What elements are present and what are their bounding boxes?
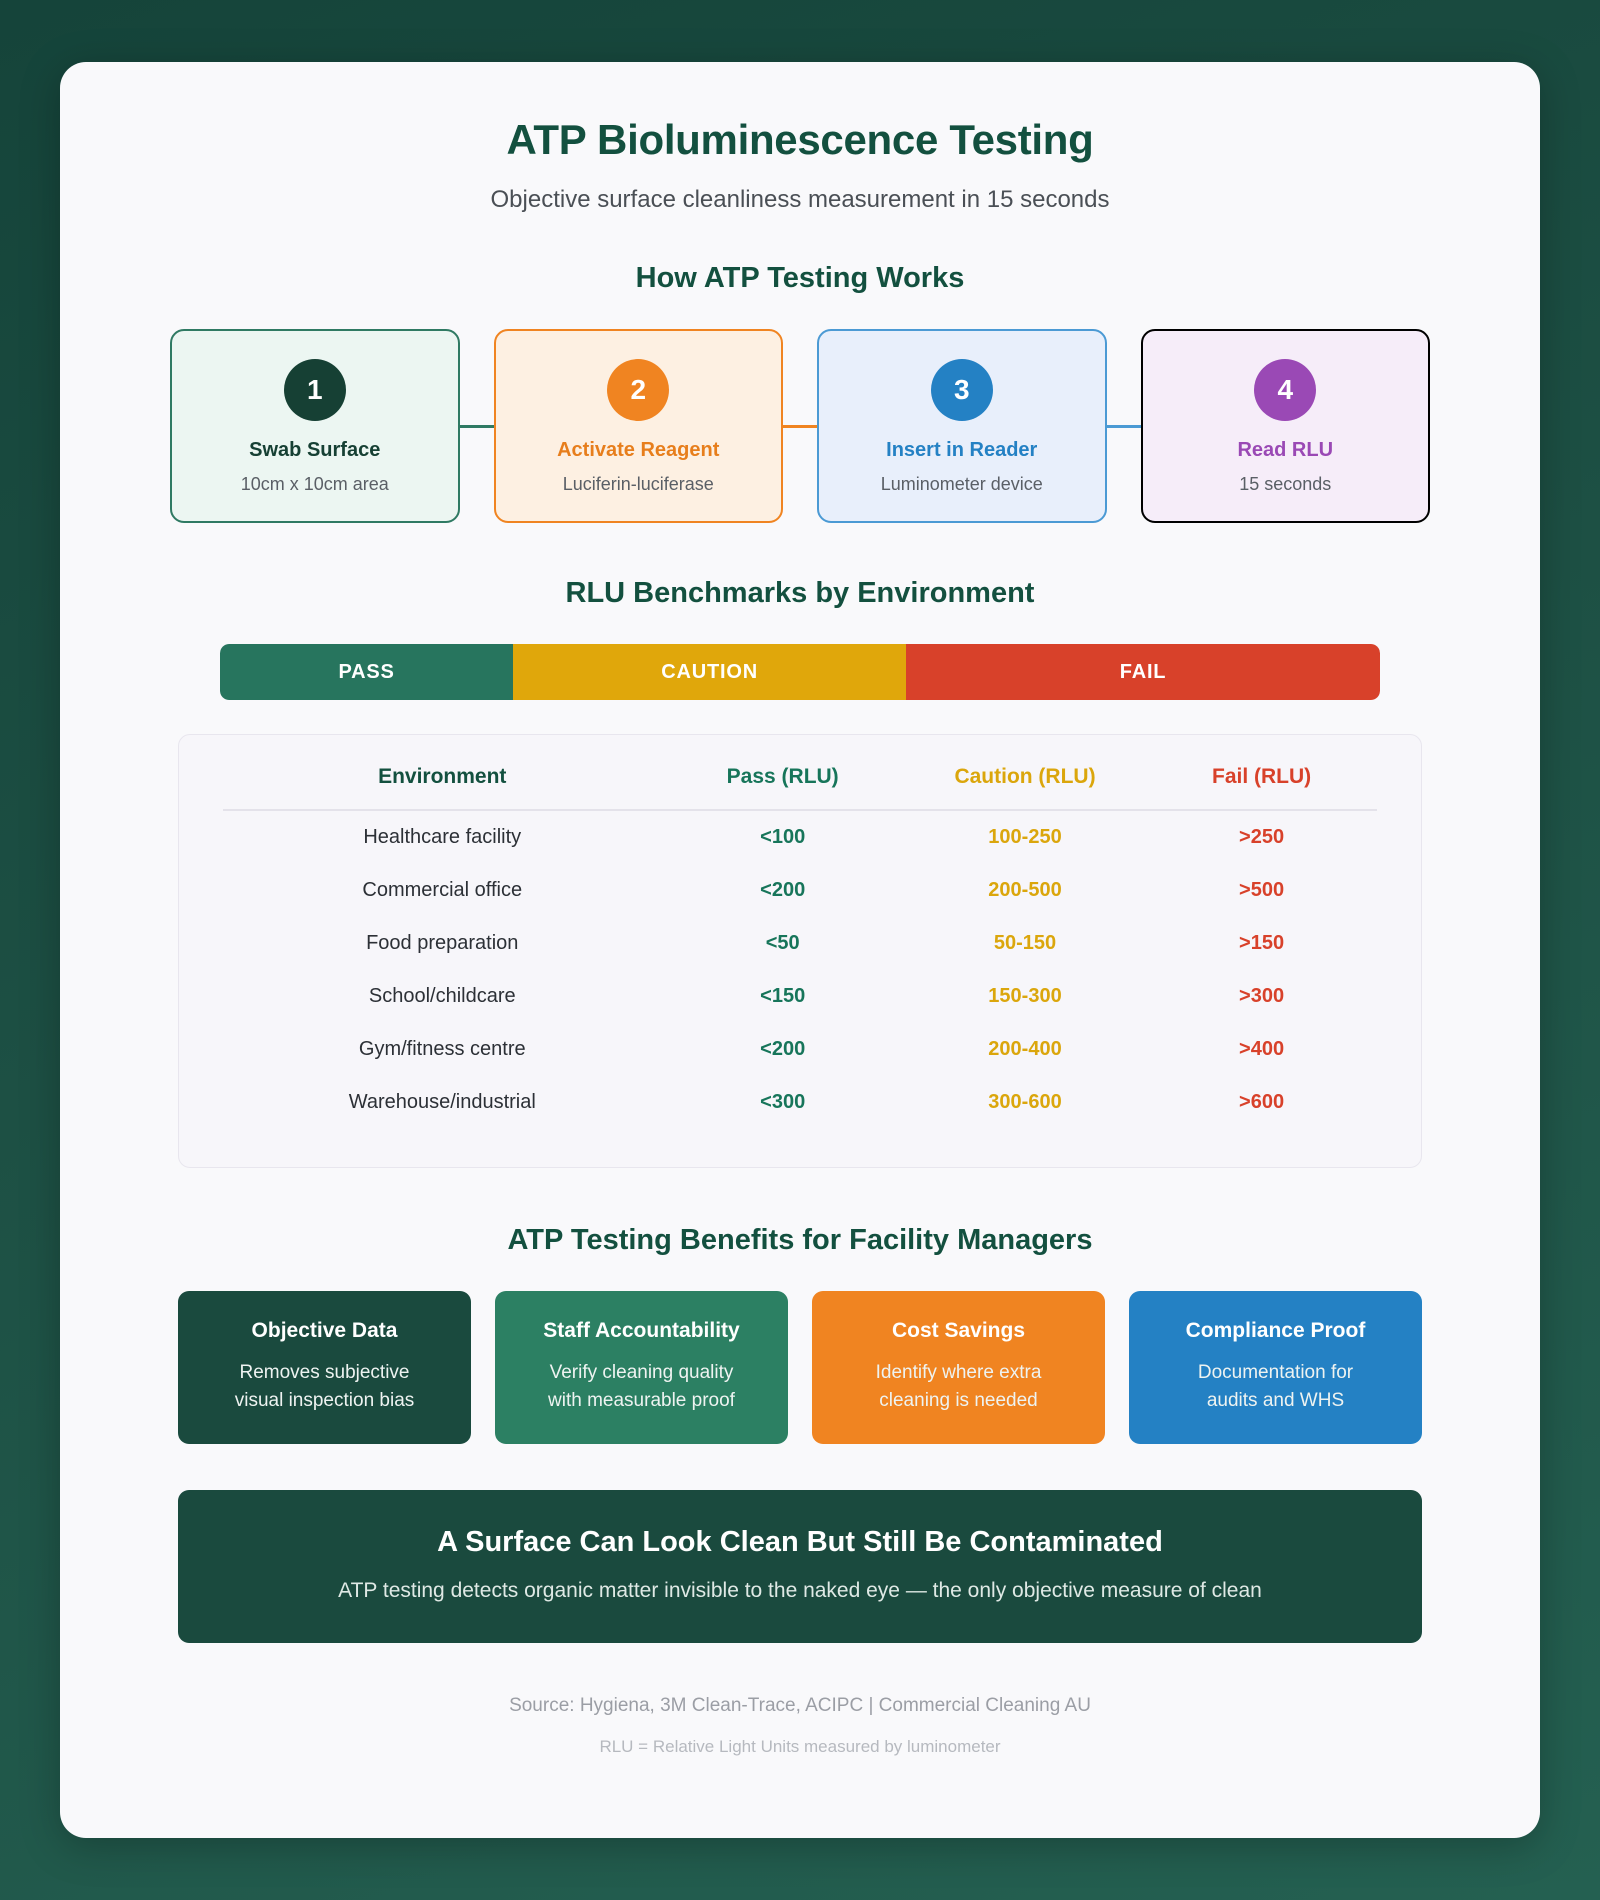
callout-banner: A Surface Can Look Clean But Still Be Co… (178, 1490, 1422, 1644)
step-connector (783, 424, 817, 428)
cell-pass: <150 (760, 985, 806, 1007)
cell-environment: Gym/fitness centre (358, 1038, 526, 1060)
cell-fail: >500 (1239, 879, 1285, 901)
cell-pass: <200 (760, 879, 806, 901)
benefit-title: Compliance Proof (1185, 1319, 1366, 1342)
status-segment-pass: PASS (220, 644, 514, 700)
process-heading: How ATP Testing Works (635, 262, 965, 294)
table-row: Gym/fitness centre <200 200-400 >400 (223, 1023, 1377, 1076)
benchmarks-heading: RLU Benchmarks by Environment (565, 577, 1035, 609)
cell-caution: 50-150 (993, 932, 1057, 954)
column-header-pass: Pass (RLU) (661, 765, 904, 811)
step-label: Read RLU (1237, 439, 1334, 461)
status-legend-bar: PASS CAUTION FAIL (220, 644, 1380, 700)
column-header-fail: Fail (RLU) (1146, 765, 1377, 811)
benefit-title: Objective Data (251, 1319, 398, 1342)
cell-pass: <300 (760, 1091, 806, 1113)
cell-environment: Food preparation (366, 932, 519, 954)
status-segment-caution: CAUTION (513, 644, 907, 700)
cell-environment: Healthcare facility (363, 826, 522, 848)
benefit-title: Cost Savings (891, 1319, 1026, 1342)
cell-caution: 300-600 (988, 1091, 1062, 1113)
step-connector (459, 424, 494, 428)
step-number-badge: 1 (283, 359, 346, 421)
table-row: School/childcare <150 150-300 >300 (223, 970, 1377, 1023)
cell-pass: <200 (760, 1038, 806, 1060)
benefits-heading: ATP Testing Benefits for Facility Manage… (507, 1224, 1093, 1256)
table-row: Commercial office <200 200-500 >500 (223, 864, 1377, 917)
table-header-row: Environment Pass (RLU) Caution (RLU) Fai… (223, 765, 1377, 811)
step-number-badge: 4 (1254, 359, 1317, 421)
source-credit: Source: Hygiena, 3M Clean-Trace, ACIPC |… (509, 1695, 1091, 1717)
table-row: Healthcare facility <100 100-250 >250 (223, 810, 1377, 864)
cell-caution: 150-300 (988, 985, 1062, 1007)
benefit-title: Staff Accountability (543, 1319, 740, 1342)
cell-fail: >600 (1239, 1091, 1285, 1113)
cell-fail: >150 (1239, 932, 1285, 954)
cell-pass: <50 (765, 932, 800, 954)
step-label: Activate Reagent (557, 439, 720, 461)
benchmarks-table: Environment Pass (RLU) Caution (RLU) Fai… (223, 765, 1377, 1129)
rlu-definition-note: RLU = Relative Light Units measured by l… (599, 1737, 1001, 1757)
cell-fail: >250 (1239, 826, 1285, 848)
cell-environment: Warehouse/industrial (348, 1091, 536, 1113)
cell-caution: 100-250 (988, 826, 1062, 848)
benchmarks-table-container: Environment Pass (RLU) Caution (RLU) Fai… (178, 734, 1422, 1168)
table-row: Warehouse/industrial <300 300-600 >600 (223, 1076, 1377, 1129)
cell-environment: School/childcare (368, 985, 516, 1007)
step-number-badge: 3 (930, 359, 993, 421)
page-title: ATP Bioluminescence Testing (506, 116, 1094, 163)
cell-environment: Commercial office (362, 879, 523, 901)
page-subtitle: Objective surface cleanliness measuremen… (490, 186, 1110, 213)
step-number-badge: 2 (607, 359, 670, 421)
cell-pass: <100 (760, 826, 806, 848)
cell-caution: 200-400 (988, 1038, 1062, 1060)
step-description: Luciferin-luciferase (562, 474, 714, 494)
column-header-caution: Caution (RLU) (903, 765, 1147, 811)
step-label: Insert in Reader (886, 439, 1038, 461)
step-connector (1106, 424, 1141, 428)
status-segment-fail: FAIL (906, 644, 1380, 700)
cell-fail: >400 (1239, 1038, 1285, 1060)
cell-caution: 200-500 (988, 879, 1062, 901)
footer: Source: Hygiena, 3M Clean-Trace, ACIPC |… (60, 1695, 1540, 1797)
column-header-environment: Environment (223, 765, 662, 811)
infographic-card: ATP Bioluminescence Testing Objective su… (60, 62, 1540, 1838)
step-description: 15 seconds (1239, 474, 1332, 494)
table-row: Food preparation <50 50-150 >150 (223, 917, 1377, 970)
cell-fail: >300 (1239, 985, 1285, 1007)
step-description: 10cm x 10cm area (240, 474, 389, 494)
banner-title: A Surface Can Look Clean But Still Be Co… (437, 1526, 1163, 1559)
banner-subtitle: ATP testing detects organic matter invis… (338, 1579, 1262, 1603)
step-label: Swab Surface (249, 439, 381, 461)
step-description: Luminometer device (880, 474, 1043, 494)
